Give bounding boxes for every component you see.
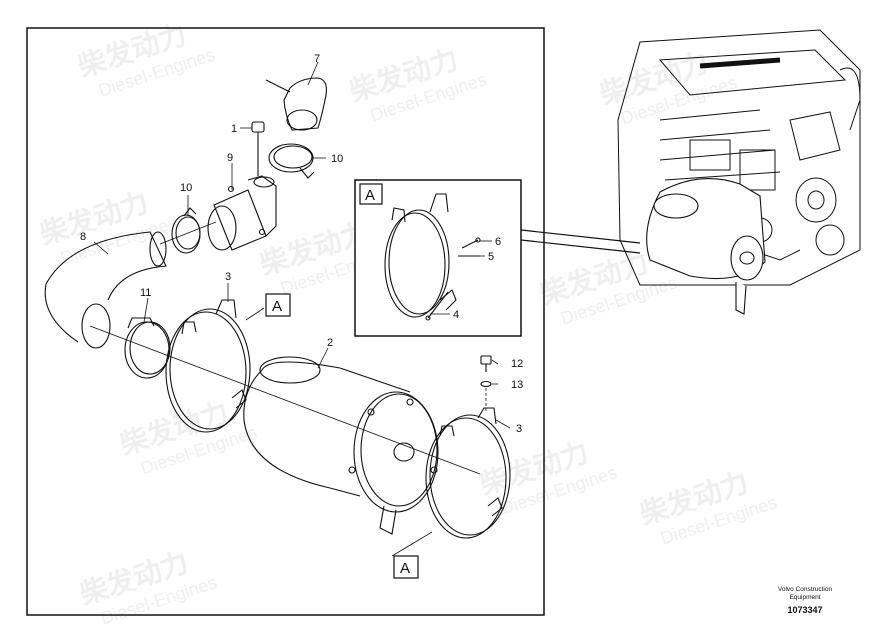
- part-12-bolt: [480, 355, 492, 372]
- callout-6: 6: [495, 236, 501, 248]
- inset-clamp-band: [384, 193, 457, 318]
- part-10-upper-clamp: [268, 143, 315, 179]
- part-2-air-filter: [243, 356, 439, 535]
- detail-ref-top-box: [265, 293, 291, 317]
- callout-13: 13: [511, 379, 523, 391]
- part-8-hose: [44, 231, 167, 349]
- part-10-lower-clamp: [171, 207, 201, 254]
- part-9-tube: [207, 175, 277, 251]
- callout-7: 7: [314, 53, 320, 65]
- callout-9: 9: [227, 152, 233, 164]
- callout-3-right: 3: [516, 423, 522, 435]
- detail-ref-bottom-box: [393, 555, 419, 579]
- part-3-left-band: [165, 299, 251, 433]
- detail-ref-top-label: A: [272, 298, 282, 315]
- leader-inset-bottom: [520, 239, 641, 254]
- leader-inset-top: [520, 229, 641, 244]
- callout-4: 4: [453, 309, 459, 321]
- part-3-right-band: [425, 407, 511, 539]
- part-1-plug: [251, 121, 265, 176]
- part-13-washer: [480, 380, 492, 388]
- callout-10-upper: 10: [331, 153, 343, 165]
- footer-part-number: 1073347: [787, 605, 823, 615]
- callout-5: 5: [488, 251, 494, 263]
- part-7-elbow: [265, 77, 327, 131]
- callout-3-left: 3: [225, 271, 231, 283]
- detail-inset-frame: [354, 179, 522, 337]
- engine-air-filter: [646, 178, 766, 315]
- leader-lines: [93, 61, 511, 557]
- axis-line-upper: [159, 221, 217, 245]
- callout-11: 11: [140, 287, 151, 299]
- main-frame: [26, 27, 545, 616]
- callout-8: 8: [80, 231, 86, 243]
- axis-line-main: [89, 325, 481, 475]
- engine-overview: [617, 29, 861, 286]
- callout-1: 1: [231, 123, 237, 135]
- callout-12: 12: [511, 358, 523, 370]
- callout-2: 2: [327, 337, 333, 349]
- footer-credit: Volvo Construction Equipment 1073347: [750, 586, 860, 616]
- callout-10-lower: 10: [180, 182, 192, 194]
- detail-inset-label-box: [359, 183, 383, 205]
- detail-ref-bottom-label: A: [400, 560, 410, 577]
- footer-line-2: Equipment: [789, 594, 821, 601]
- footer-line-1: Volvo Construction: [777, 586, 833, 593]
- detail-inset-label: A: [365, 187, 375, 204]
